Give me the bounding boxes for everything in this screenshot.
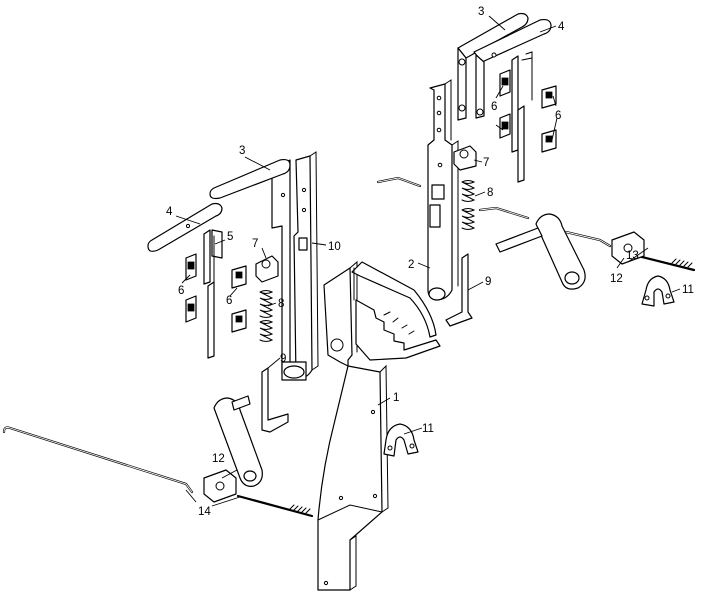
callout-12-left: 12 [212,453,225,465]
clips-right [499,69,557,153]
lower-crank-handle [213,395,263,487]
right-detent-strips [511,51,533,183]
right-upright-lever [427,79,459,301]
callout-11-center: 11 [422,423,434,435]
callout-12-right: 12 [610,273,623,285]
callout-14: 14 [198,506,211,518]
springs-right [461,180,476,230]
main-column-bracket [317,260,389,591]
callout-13: 13 [626,250,639,262]
callout-3-left: 3 [239,145,245,157]
threaded-rod-left [236,494,314,518]
callout-5: 5 [227,231,233,243]
callout-8-right: 8 [487,187,493,199]
left-detent-strips [203,229,223,359]
callout-1: 1 [393,392,399,404]
callout-7-right: 7 [483,157,489,169]
callout-2: 2 [408,259,414,271]
saddle-clip-right [641,275,675,307]
callout-11-right: 11 [682,284,694,296]
callout-4-left: 4 [166,206,173,218]
callout-7-left: 7 [252,238,258,250]
callout-9-right: 9 [485,276,491,288]
long-linkage-rod [2,426,194,494]
upper-crank-handle [495,213,586,290]
callout-3-right: 3 [478,6,484,18]
callout-labels: 3 4 3 4 5 6 6 6 6 7 7 8 8 9 9 10 2 1 11 … [166,6,694,518]
callout-4-right: 4 [558,21,565,33]
left-arm-3 [209,158,291,200]
left-upright-lever [271,151,319,381]
clevis-bracket-left [203,469,237,503]
hook-9-right [445,253,473,327]
bracket-7-left [255,255,279,283]
callout-6-right-b: 6 [555,110,561,122]
notched-sector-plate [351,261,441,361]
bracket-7-right [453,145,477,171]
callout-6-left-b: 6 [226,295,232,307]
callout-9-left: 9 [280,353,286,365]
leader-lines [175,15,681,507]
upper-link-rods [376,176,612,248]
saddle-clip-center [383,423,419,457]
callout-6-right-a: 6 [491,101,497,113]
hook-9-left [261,367,289,433]
right-top-arm-4 [473,18,552,119]
callout-10: 10 [328,241,341,253]
right-top-arm-3 [457,12,529,121]
springs-left [259,290,274,342]
left-arm-4 [147,202,223,252]
callout-6-left-a: 6 [178,285,184,297]
clips-left [185,253,247,333]
callout-8-left: 8 [278,298,284,310]
